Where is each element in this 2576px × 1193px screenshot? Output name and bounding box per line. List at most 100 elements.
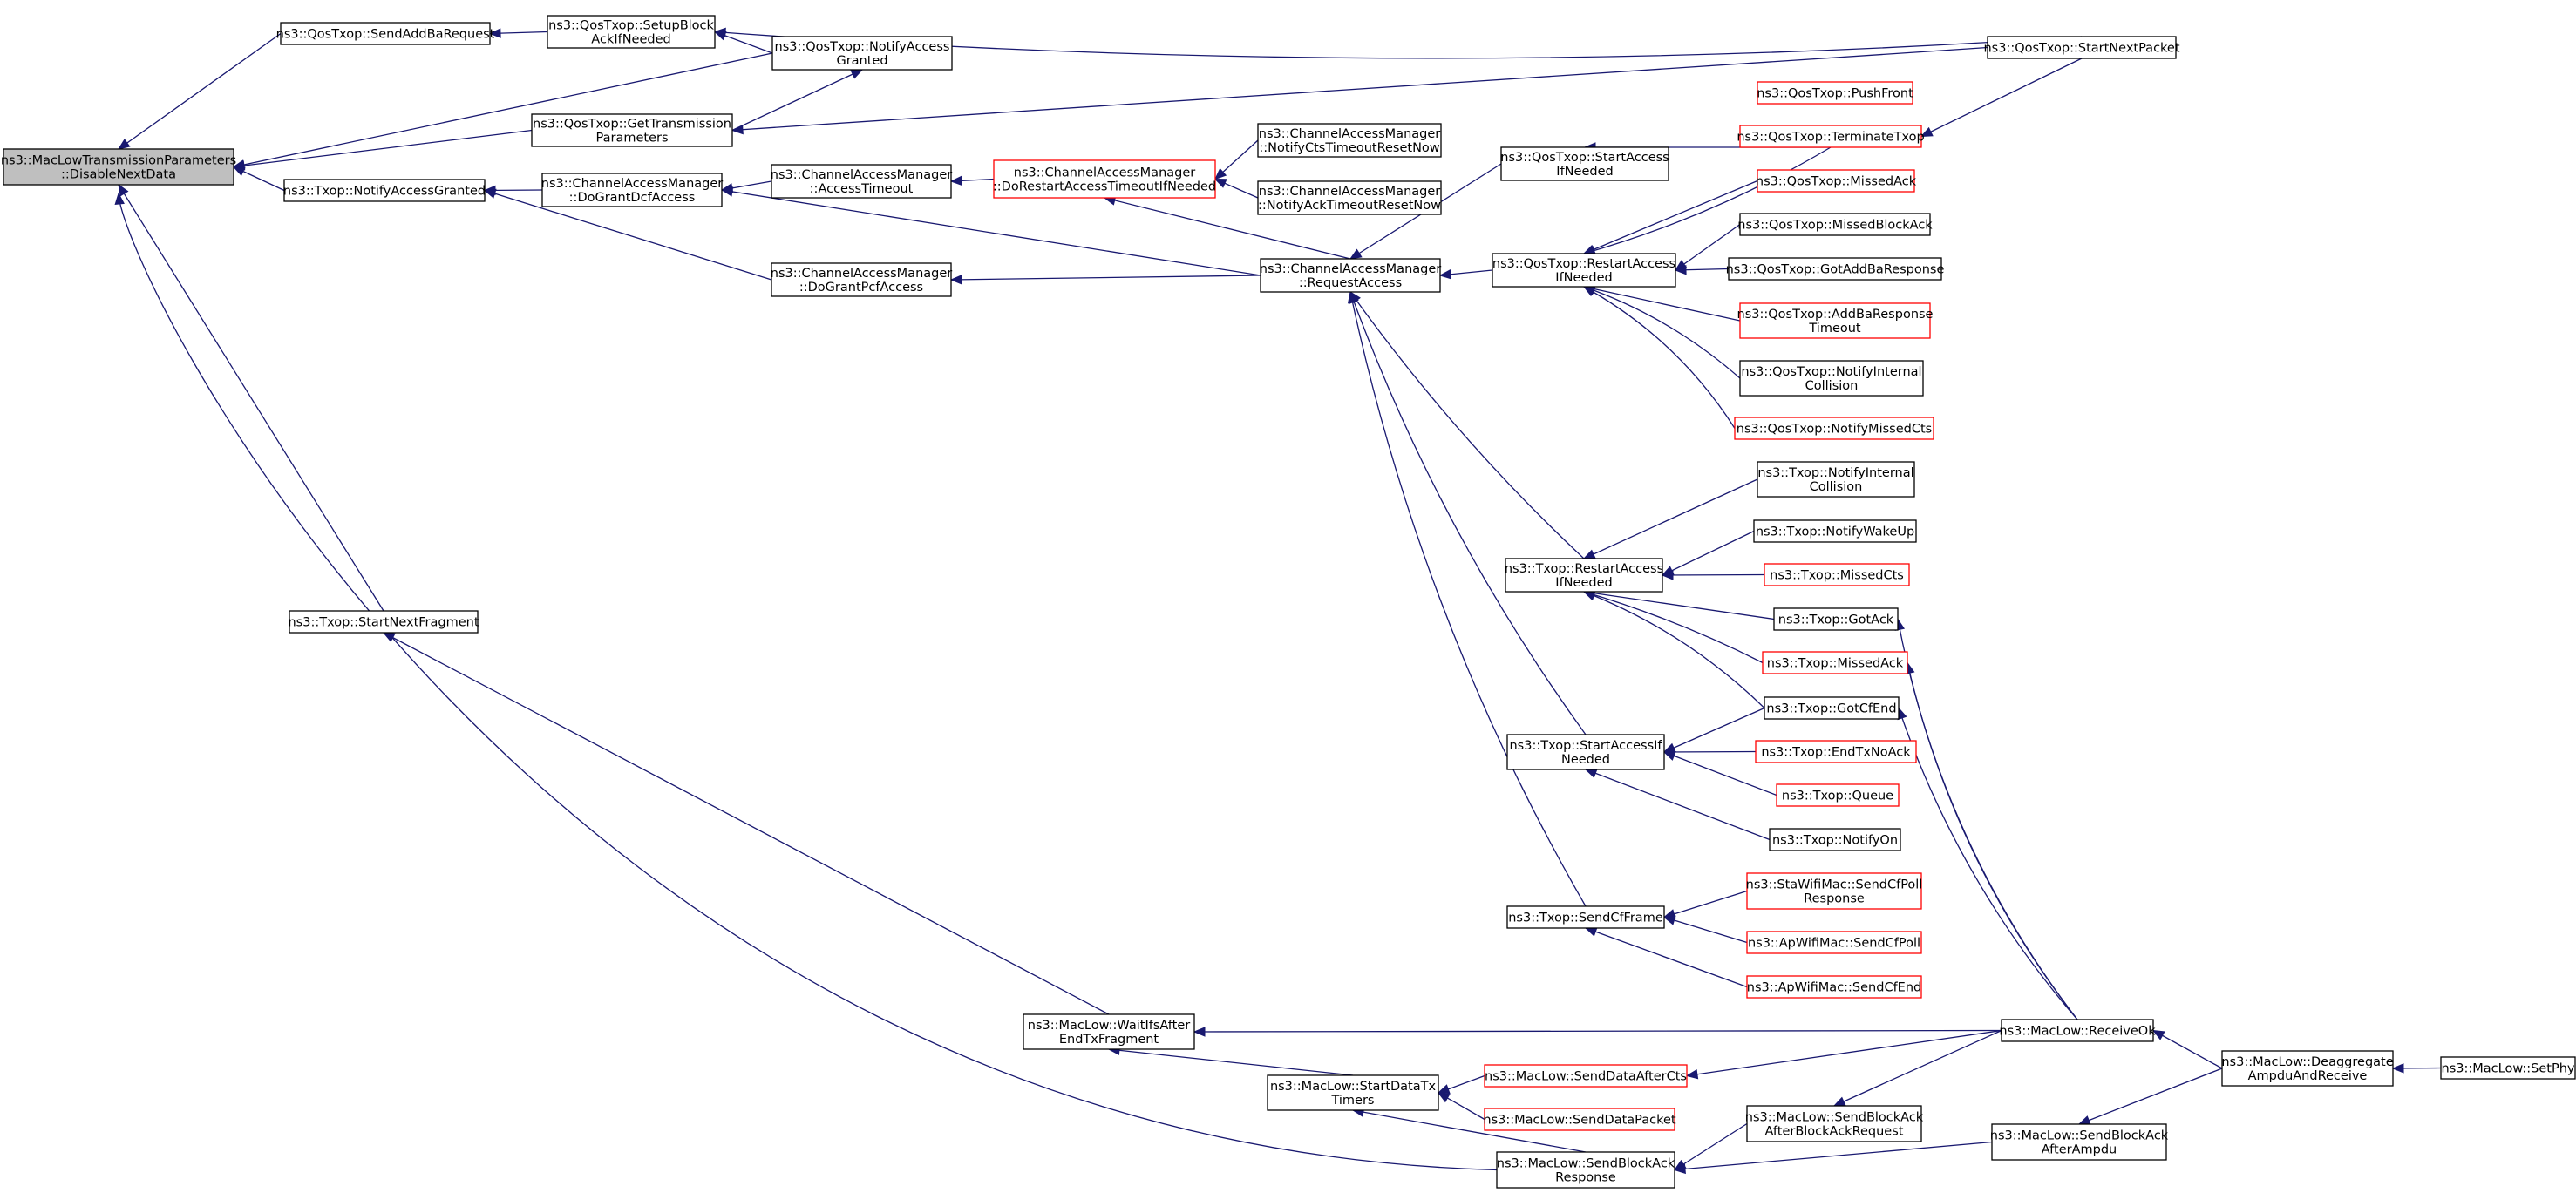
edge-maclow_receive_ok-to-txop_got_ack: [1897, 619, 2078, 1020]
node-box: [1260, 258, 1441, 293]
node-qos-start-next-packet[interactable]: ns3::QosTxop::StartNextPacket: [1983, 36, 2180, 59]
node-txop-notify-access[interactable]: ns3::Txop::NotifyAccessGranted: [283, 179, 486, 202]
node-label: ns3::Txop::NotifyWakeUp: [1756, 525, 1914, 539]
edge-maclow_receive_ok-to-maclow_send_block_ack_after_req: [1833, 1029, 2002, 1107]
arrowhead-maclow_send_block_ack_after_ampdu: [2077, 1115, 2091, 1125]
node-qos-send-addba[interactable]: ns3::QosTxop::SendAddBaRequest: [276, 22, 495, 45]
node-qos-notify-missed-cts[interactable]: ns3::QosTxop::NotifyMissedCts: [1734, 417, 1934, 440]
node-label: ns3::QosTxop::NotifyAccess: [775, 40, 950, 54]
edge-maclow_send_block_ack_response-to-root: [118, 193, 1498, 1171]
node-box: [1987, 36, 2177, 59]
arrowhead-qos_restart_access: [1674, 264, 1687, 275]
edge-txop_start_access-to-cam_request_access: [1349, 291, 1587, 735]
node-label: ::RequestAccess: [1299, 276, 1402, 290]
arrowhead-txop_start_access: [1584, 769, 1598, 778]
edge-txop_got_cf_end-to-txop_restart_access: [1583, 591, 1765, 708]
arrowhead-cam_restart_timeout: [1214, 167, 1227, 180]
node-txop-notify-wakeup[interactable]: ns3::Txop::NotifyWakeUp: [1753, 519, 1917, 543]
arrowhead-txop_send_cf_frame: [1662, 915, 1676, 925]
node-ap-send-cf-poll[interactable]: ns3::ApWifiMac::SendCfPoll: [1746, 931, 1922, 954]
node-box: [1734, 417, 1934, 440]
node-box: [1267, 1074, 1439, 1111]
edge-txop_notify_on-to-txop_start_access: [1585, 769, 1771, 841]
node-qos-terminate[interactable]: ns3::QosTxop::TerminateTxop: [1737, 125, 1925, 148]
node-label: ns3::MacLow::ReceiveOk: [1999, 1025, 2156, 1039]
node-txop-notify-on[interactable]: ns3::Txop::NotifyOn: [1769, 828, 1901, 851]
node-qos-missed-ack[interactable]: ns3::QosTxop::MissedAck: [1756, 169, 1917, 193]
node-maclow-send-data-packet[interactable]: ns3::MacLow::SendDataPacket: [1483, 1108, 1676, 1131]
node-box: [1746, 1105, 1922, 1142]
node-cam-notify-cts[interactable]: ns3::ChannelAccessManager::NotifyCtsTime…: [1257, 123, 1442, 158]
node-txop-start-next-fragment[interactable]: ns3::Txop::StartNextFragment: [288, 610, 479, 634]
node-root[interactable]: ns3::MacLowTransmissionParameters::Disab…: [1, 148, 236, 186]
node-box: [289, 610, 479, 634]
node-cam-notify-ack[interactable]: ns3::ChannelAccessManager::NotifyAckTime…: [1257, 180, 1442, 215]
arrowhead-maclow_start_data_tx: [1437, 1092, 1451, 1103]
node-box: [1484, 1108, 1675, 1131]
node-box: [1762, 651, 1908, 674]
edge-txop_notify_wakeup-to-txop_restart_access: [1662, 530, 1755, 576]
node-txop-got-cf-end[interactable]: ns3::Txop::GotCfEnd: [1764, 696, 1900, 720]
arrowhead-maclow_send_block_ack_response: [1673, 1163, 1686, 1175]
node-qos-got-addba[interactable]: ns3::QosTxop::GotAddBaResponse: [1726, 257, 1945, 281]
node-label: Timeout: [1808, 322, 1861, 336]
node-label: ns3::ChannelAccessManager: [771, 267, 953, 281]
arrowhead-txop_send_cf_frame: [1584, 926, 1598, 937]
node-maclow-receive-ok[interactable]: ns3::MacLow::ReceiveOk: [1999, 1019, 2156, 1042]
node-label: ::DisableNextData: [61, 168, 176, 182]
node-maclow-send-data-after-cts[interactable]: ns3::MacLow::SendDataAfterCts: [1484, 1064, 1688, 1088]
node-label: ns3::MacLow::SendDataPacket: [1483, 1114, 1676, 1128]
node-txop-got-ack[interactable]: ns3::Txop::GotAck: [1773, 607, 1899, 631]
node-qos-notify-access[interactable]: ns3::QosTxop::NotifyAccessGranted: [771, 36, 953, 71]
edge-cam_request_access-to-cam_grant_pcf: [950, 275, 1261, 281]
node-cam-restart-timeout[interactable]: ns3::ChannelAccessManager::DoRestartAcce…: [993, 159, 1216, 199]
node-label: ns3::Txop::GotAck: [1778, 613, 1894, 627]
node-label: ns3::QosTxop::SendAddBaRequest: [276, 28, 495, 42]
edge-qos_send_addba-to-root: [118, 32, 282, 150]
node-txop-send-cf-frame[interactable]: ns3::Txop::SendCfFrame: [1506, 905, 1665, 929]
node-box: [993, 159, 1216, 199]
node-box: [1746, 931, 1922, 954]
edge-txop_got_cf_end-to-txop_start_access: [1663, 707, 1765, 753]
edge-txop_end_tx_noack-to-txop_start_access: [1663, 750, 1757, 753]
node-cam-grant-dcf[interactable]: ns3::ChannelAccessManager::DoGrantDcfAcc…: [541, 173, 724, 207]
node-box: [771, 262, 952, 297]
node-qos-push-front[interactable]: ns3::QosTxop::PushFront: [1757, 81, 1913, 105]
edge-maclow_send_block_ack_after_ampdu-to-maclow_send_block_ack_response: [1674, 1141, 1993, 1171]
node-cam-grant-pcf[interactable]: ns3::ChannelAccessManager::DoGrantPcfAcc…: [771, 262, 953, 297]
node-qos-missed-block-ack[interactable]: ns3::QosTxop::MissedBlockAck: [1737, 213, 1933, 236]
edge-maclow_receive_ok-to-maclow_wait_ifs: [1193, 1029, 2002, 1033]
node-label: ns3::Txop::StartAccessIf: [1509, 739, 1662, 753]
node-txop-missed-cts[interactable]: ns3::Txop::MissedCts: [1764, 563, 1910, 586]
node-txop-end-tx-noack[interactable]: ns3::Txop::EndTxNoAck: [1755, 740, 1917, 763]
node-label: ns3::Txop::NotifyInternal: [1757, 466, 1913, 480]
node-ap-send-cf-end[interactable]: ns3::ApWifiMac::SendCfEnd: [1746, 975, 1922, 999]
node-maclow-send-block-ack-after-req[interactable]: ns3::MacLow::SendBlockAckAfterBlockAckRe…: [1745, 1105, 1924, 1142]
node-txop-queue[interactable]: ns3::Txop::Queue: [1776, 783, 1900, 807]
node-box: [771, 36, 953, 71]
node-label: IfNeeded: [1555, 271, 1612, 285]
node-label: ns3::Txop::MissedCts: [1770, 569, 1904, 583]
node-maclow-set-phy[interactable]: ns3::MacLow::SetPhy: [2440, 1056, 2576, 1080]
node-txop-missed-ack[interactable]: ns3::Txop::MissedAck: [1762, 651, 1908, 674]
node-box: [547, 15, 716, 49]
node-cam-request-access[interactable]: ns3::ChannelAccessManager::RequestAccess: [1260, 258, 1442, 293]
node-box: [1739, 213, 1931, 236]
arrowhead-maclow_start_data_tx: [1437, 1084, 1451, 1095]
node-cam-access-timeout[interactable]: ns3::ChannelAccessManager::AccessTimeout: [771, 164, 953, 199]
